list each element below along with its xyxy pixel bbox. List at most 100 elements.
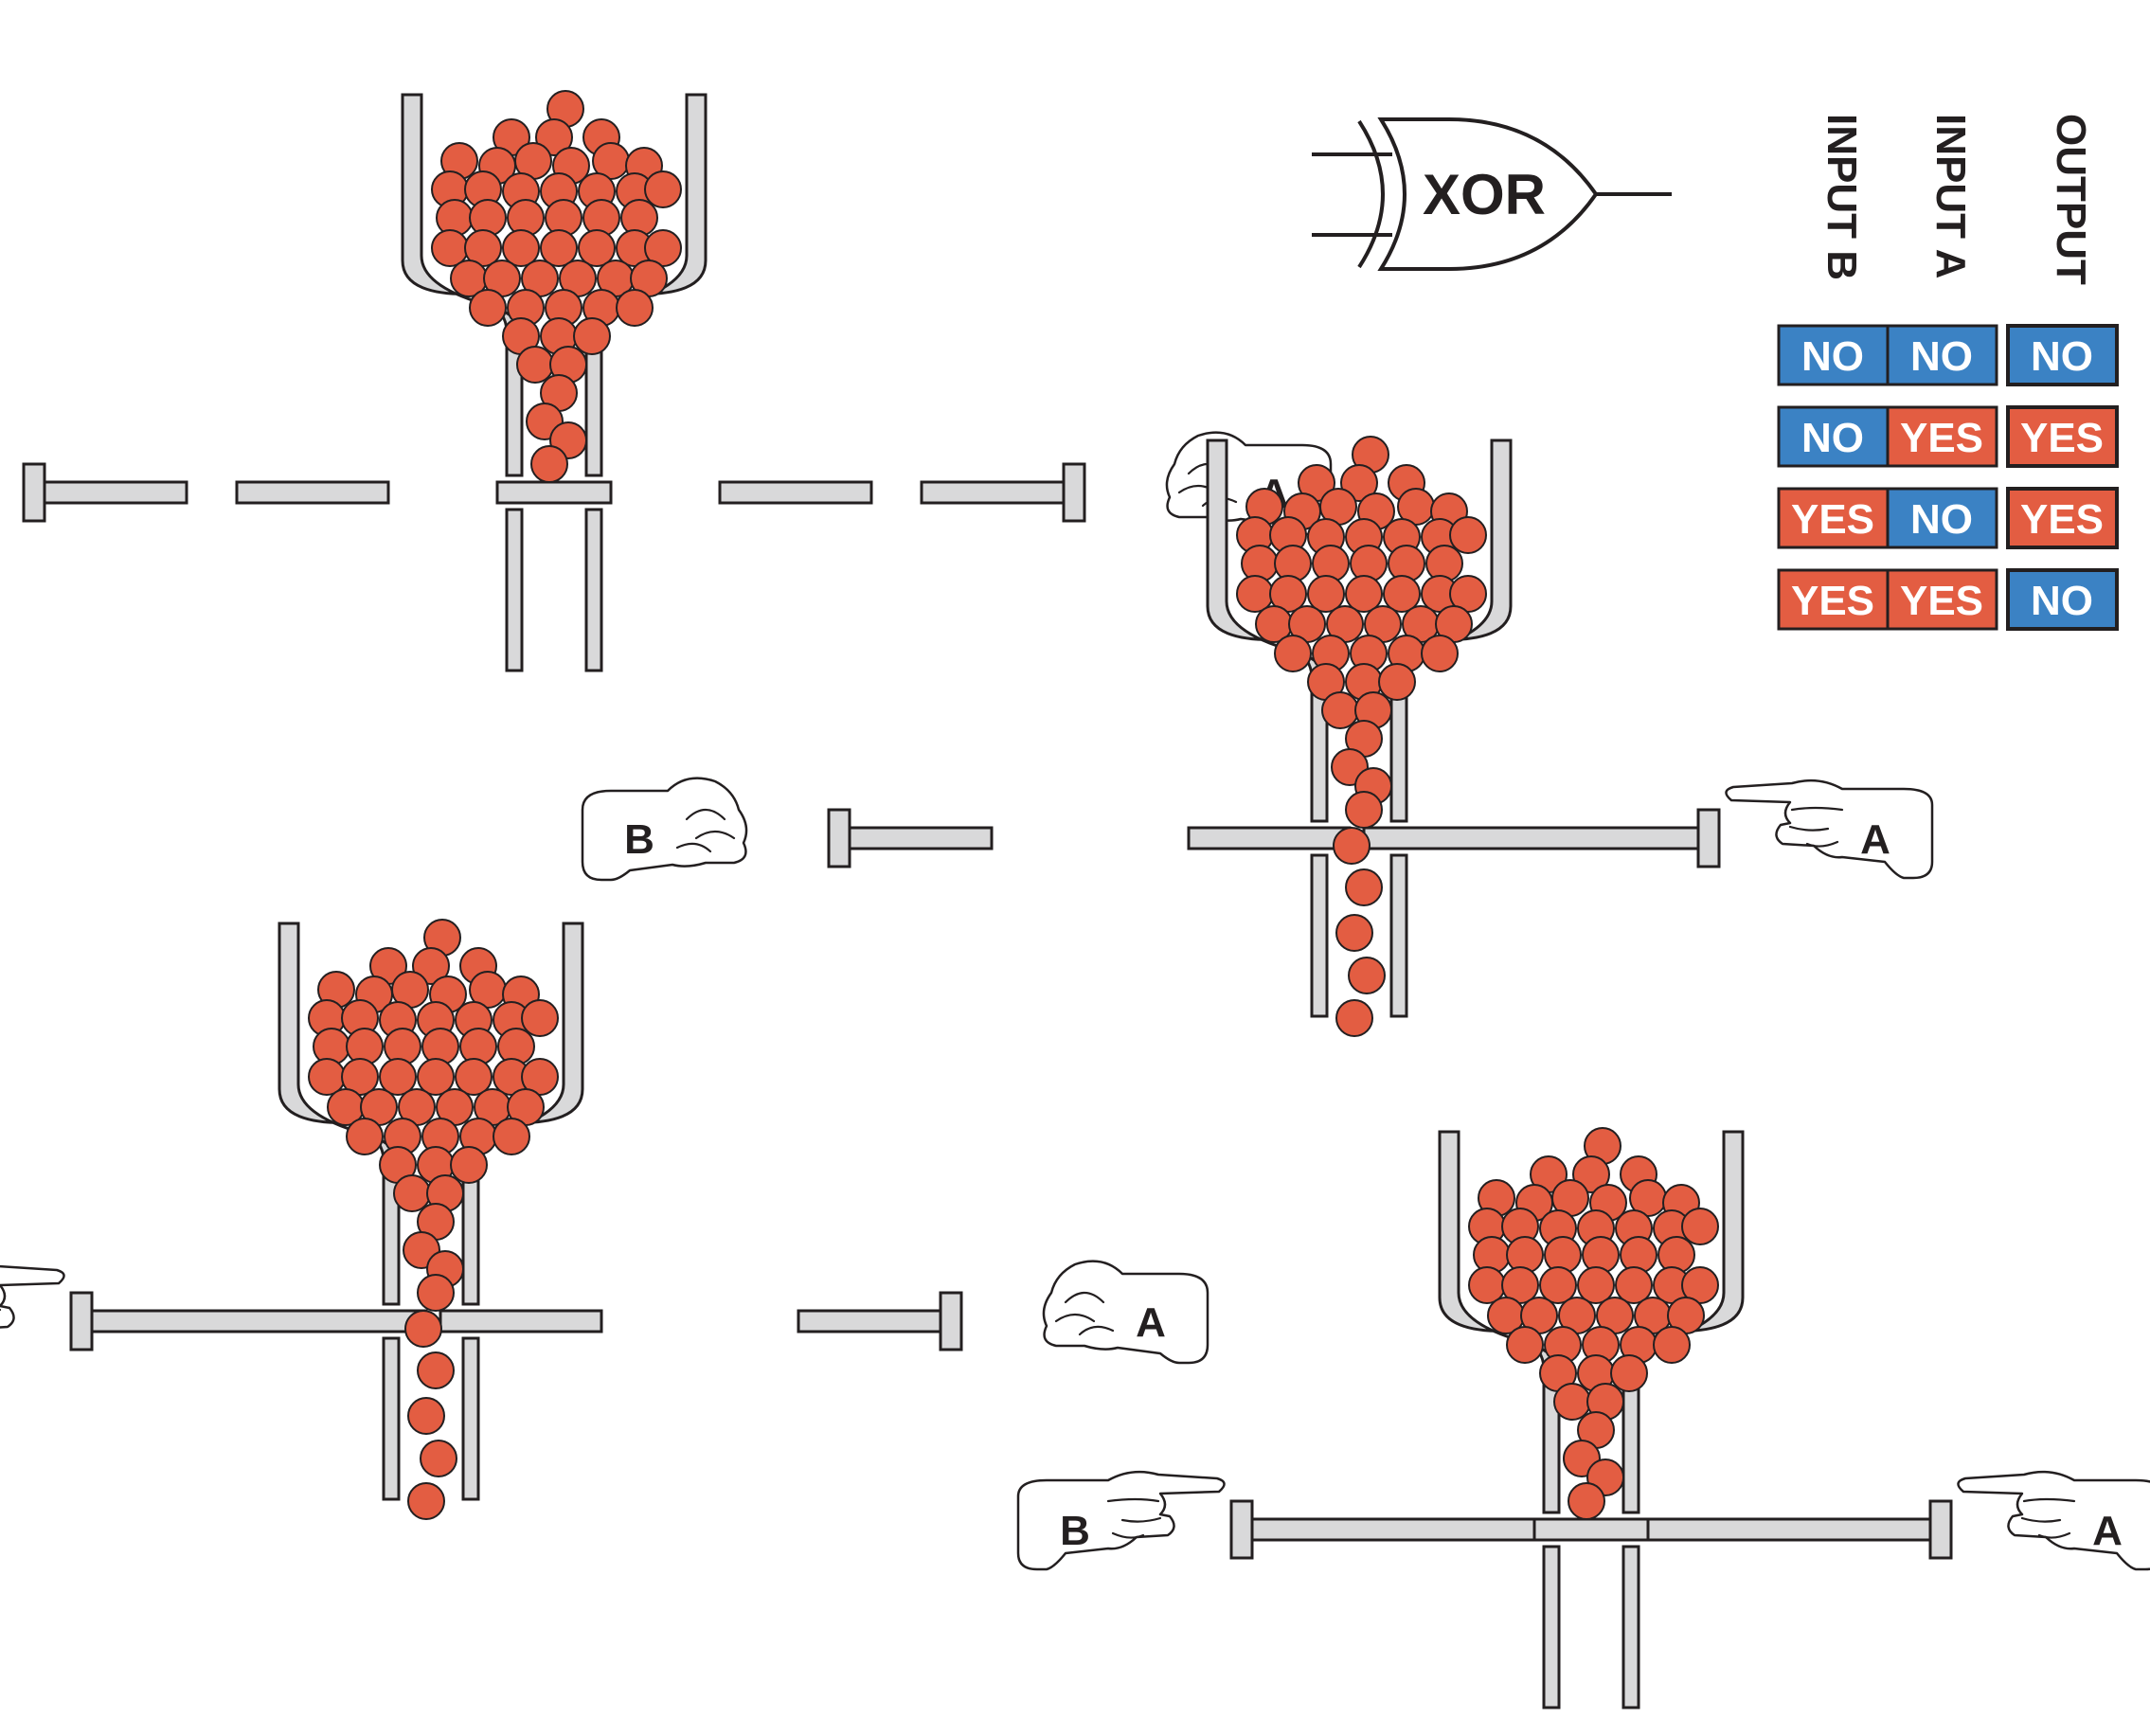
hand-icon	[581, 777, 748, 882]
finger-crease	[2022, 1497, 2076, 1503]
hand-icon	[1725, 779, 1934, 880]
cell-input-b-text: NO	[1801, 333, 1864, 380]
ball	[469, 289, 507, 327]
ball-falling	[404, 1310, 442, 1348]
cell-input-b	[1777, 568, 1890, 631]
cell-output-text: YES	[2020, 415, 2104, 461]
tube-wall-left	[1542, 1545, 1561, 1709]
ball	[417, 1058, 455, 1096]
cell-input-a	[1886, 568, 1998, 631]
bar-b-handle	[69, 1291, 94, 1351]
hand-label: A	[2092, 1508, 2123, 1554]
ball-falling	[1335, 999, 1373, 1037]
blocking-plate	[495, 480, 613, 505]
bar-a-handle	[1696, 808, 1721, 868]
finger-crease	[2020, 1516, 2062, 1523]
blocking-plate	[1532, 1517, 1650, 1542]
ball	[573, 317, 611, 355]
hand-outline	[1042, 1260, 1209, 1365]
ball	[1449, 516, 1487, 554]
ball-falling	[1333, 827, 1371, 865]
ball-falling	[420, 1440, 457, 1477]
ball-falling	[1345, 791, 1383, 829]
ball-falling	[417, 1274, 455, 1312]
bar-a-handle	[939, 1291, 963, 1351]
finger-crease	[1064, 1291, 1105, 1304]
tube-wall-left	[505, 508, 524, 672]
bar-a-shaft	[920, 480, 1066, 505]
ball	[1610, 1354, 1648, 1392]
hand-label: B	[1060, 1508, 1090, 1554]
table-row: YES NO YES	[1777, 487, 2119, 549]
cell-input-b-text: YES	[1791, 578, 1874, 624]
bar-b-shaft-outer	[235, 480, 390, 505]
cell-input-a	[1886, 487, 1998, 549]
ball	[1539, 1266, 1577, 1304]
header-input-b: INPUT B	[1819, 114, 1865, 280]
cell-input-a	[1886, 324, 1998, 386]
ball-falling	[407, 1397, 445, 1435]
ball	[1653, 1326, 1691, 1364]
gate-body	[1377, 117, 1599, 271]
ball-falling	[417, 1351, 455, 1389]
table-row: NO NO NO	[1777, 324, 2119, 386]
ball	[1553, 1383, 1591, 1421]
finger-crease	[1054, 1313, 1096, 1323]
funnel-wall-left	[1206, 438, 1329, 823]
hand-outline	[1725, 779, 1934, 880]
finger-crease	[694, 830, 736, 840]
ball-falling	[1348, 957, 1386, 994]
bar-b-shaft	[848, 826, 994, 850]
cell-output	[2006, 324, 2119, 386]
hand-icon	[1042, 1260, 1209, 1365]
finger-crease	[1106, 1497, 1160, 1503]
bar-b-shaft	[90, 1309, 428, 1333]
bar-b-handle	[827, 808, 851, 868]
cell-input-a-text: NO	[1910, 333, 1973, 380]
cell-input-b-text: NO	[1801, 415, 1864, 461]
cell-input-a-text: YES	[1900, 578, 1983, 624]
finger-crease	[1120, 1516, 1162, 1523]
gate-label: XOR	[1423, 163, 1546, 226]
bar-a-handle	[1928, 1499, 1953, 1560]
funnel-wall-left	[401, 93, 524, 477]
ball	[502, 229, 540, 267]
machine-panel-yes-no: BA	[0, 919, 1209, 1520]
ball	[450, 1146, 488, 1184]
tube-wall-right	[1621, 1545, 1640, 1709]
ball	[1383, 575, 1421, 613]
ball	[1421, 635, 1459, 672]
cell-input-b-text: YES	[1791, 496, 1874, 543]
funnel-wall-left	[1438, 1130, 1561, 1514]
cell-input-a-text: YES	[1900, 415, 1983, 461]
bar-a-shaft	[1362, 826, 1700, 850]
ball	[1274, 635, 1312, 672]
machine-panel-no-no: BA	[22, 90, 1333, 672]
ball	[379, 1058, 417, 1096]
ball	[1681, 1208, 1719, 1245]
bar-b-handle	[1229, 1499, 1254, 1560]
ball	[1506, 1326, 1544, 1364]
funnel-wall-right	[1389, 438, 1513, 823]
funnel-wall-right	[1621, 1130, 1745, 1514]
cell-output	[2006, 405, 2119, 468]
hand-outline	[1016, 1470, 1226, 1571]
ball	[1568, 1482, 1605, 1520]
finger-crease	[2037, 1531, 2071, 1539]
bar-a-inner-plate	[439, 1309, 603, 1333]
ball-falling	[407, 1482, 445, 1520]
bar-b-handle	[22, 462, 46, 523]
ball	[578, 229, 616, 267]
ball	[346, 1118, 384, 1155]
tube-wall-left	[1310, 853, 1329, 1018]
bar-a-handle	[1062, 462, 1086, 523]
ball	[521, 999, 559, 1037]
ball	[1378, 663, 1416, 701]
hand-outline	[581, 777, 748, 882]
finger-crease	[1790, 806, 1844, 812]
ball-falling	[1345, 868, 1383, 906]
